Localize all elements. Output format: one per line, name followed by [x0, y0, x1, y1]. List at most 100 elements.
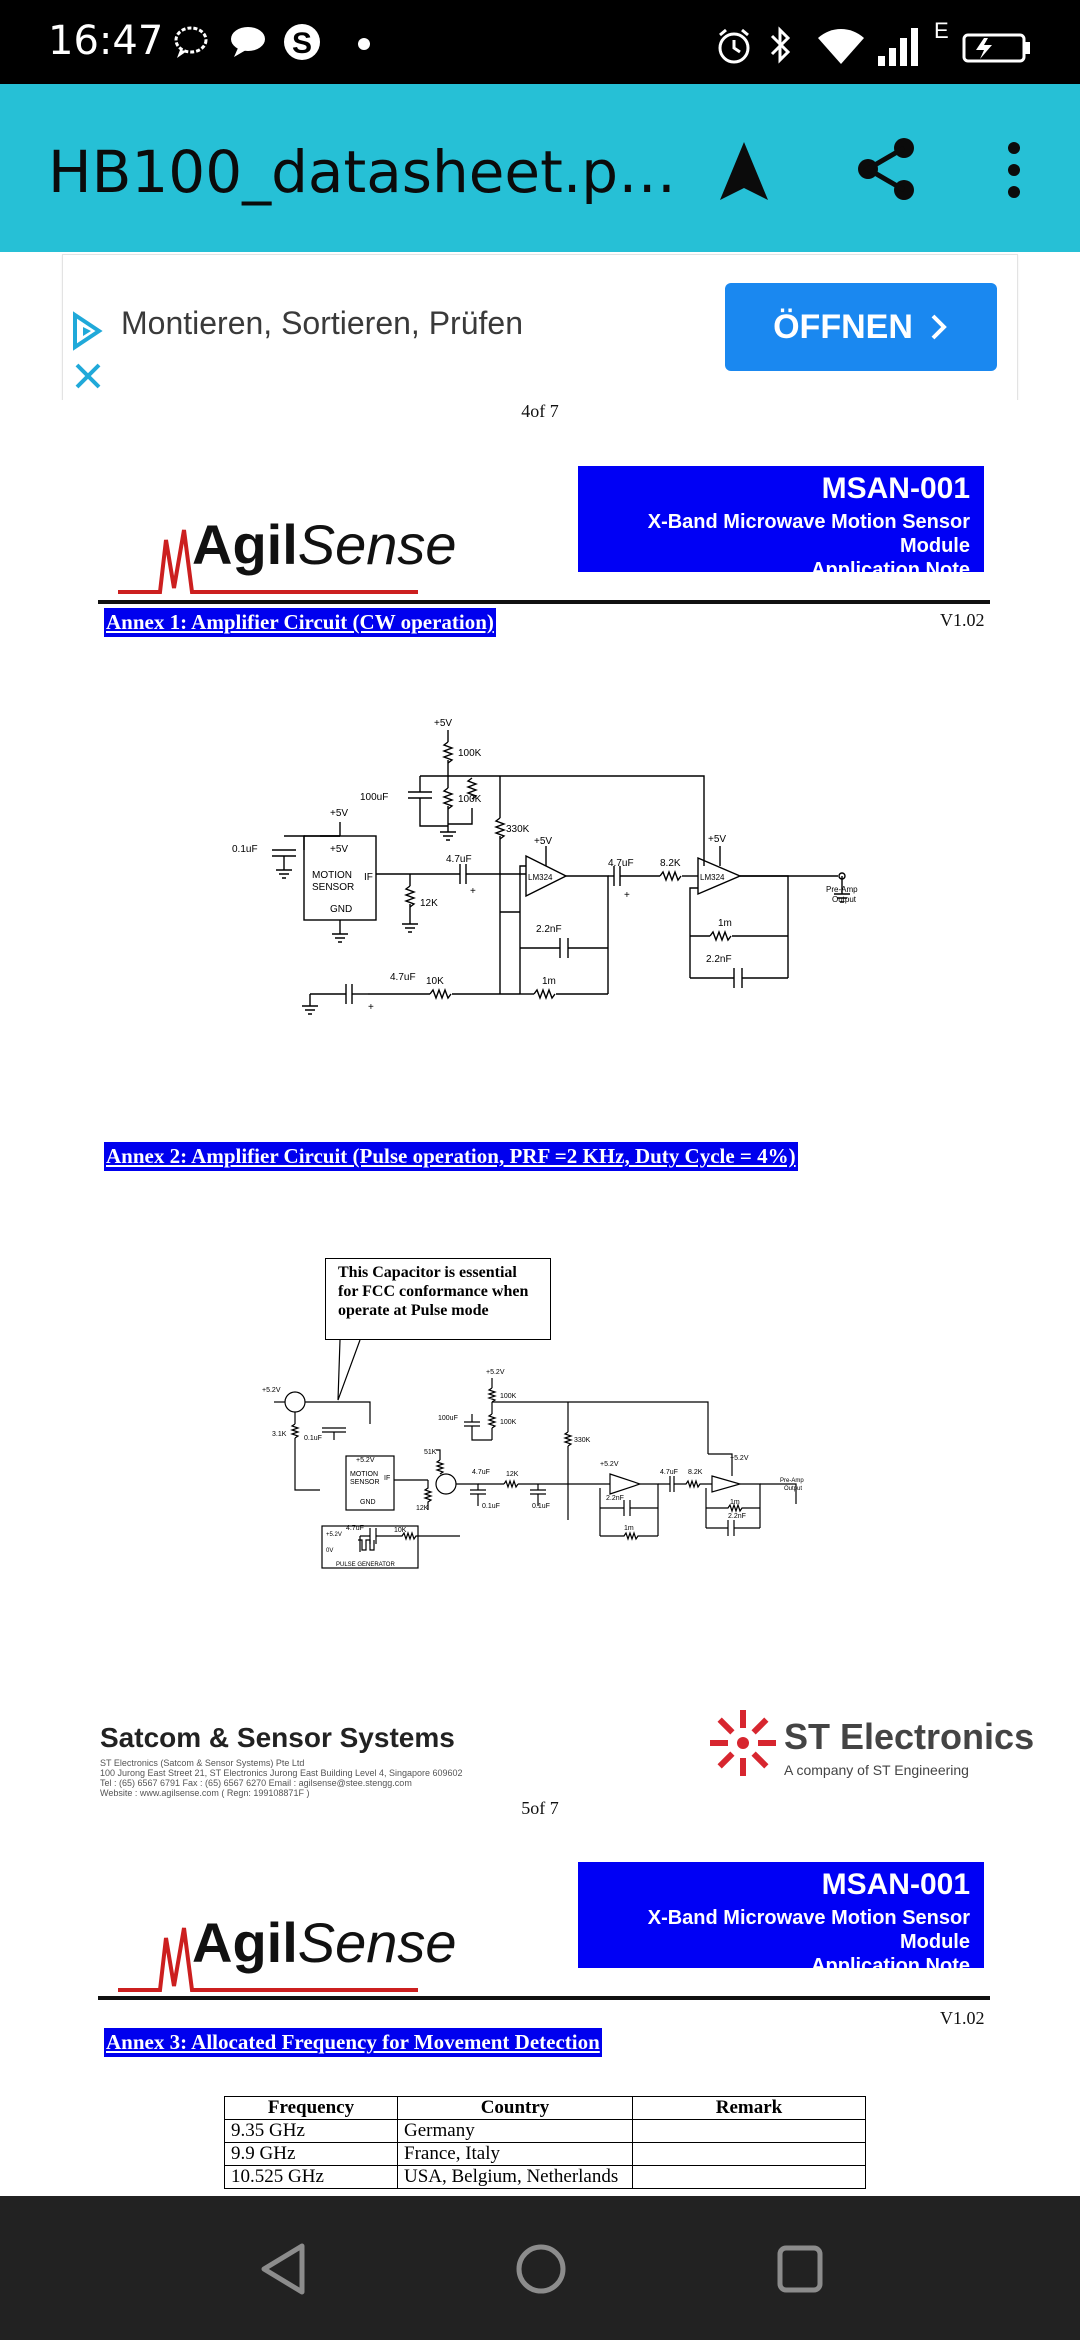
page-number: 5of 7 — [521, 1798, 559, 1818]
logo-bold-text: Agil — [192, 1911, 298, 1974]
footer-address-line2: 100 Jurong East Street 21, ST Electronic… — [100, 1768, 463, 1778]
c1-r1m-a-label: 1m — [542, 976, 556, 987]
c2-r31k: 3.1K — [272, 1431, 287, 1438]
cw-amplifier-circuit-diagram: +5V 100K 100K 100uF 330K +5V 0.1uF +5V M… — [232, 718, 858, 1015]
annex-1-title[interactable]: Annex 1: Amplifier Circuit (CW operation… — [104, 608, 496, 637]
c2-c47uf-a: 4.7uF — [472, 1469, 490, 1476]
cell-remark — [632, 2142, 866, 2166]
c1-r12k-label: 12K — [420, 898, 438, 909]
app-bar: HB100_datasheet.p… — [0, 84, 1080, 252]
col-frequency: Frequency — [224, 2096, 398, 2120]
back-icon[interactable] — [258, 2242, 308, 2296]
doc-subtitle-line1: X-Band Microwave Motion Sensor Module — [647, 1907, 970, 1953]
c1-opamp1-vcc: +5V — [534, 836, 552, 847]
c2-c100uf: 100uF — [438, 1415, 458, 1422]
annex-3-title[interactable]: Annex 3: Allocated Frequency for Movemen… — [104, 2028, 602, 2057]
c2-sensor-if: IF — [384, 1475, 390, 1482]
share-icon[interactable] — [856, 136, 918, 202]
c1-vcc-label: +5V — [434, 718, 452, 729]
annex-2-title[interactable]: Annex 2: Amplifier Circuit (Pulse operat… — [104, 1142, 798, 1171]
c2-r1m-a: 1m — [624, 1525, 634, 1532]
cell-frequency: 10.525 GHz — [224, 2165, 398, 2189]
document-header-box: MSAN-001 X-Band Microwave Motion Sensor … — [578, 1862, 984, 1977]
footer-company-name: Satcom & Sensor Systems — [100, 1722, 455, 1753]
close-icon[interactable] — [73, 361, 103, 391]
c1-c01uf-label: 0.1uF — [232, 844, 258, 855]
cell-country: France, Italy — [397, 2142, 633, 2166]
c2-r51k: 51K — [424, 1449, 437, 1456]
c1-output-line2: Output — [832, 895, 857, 904]
st-starburst-icon — [710, 1710, 776, 1776]
header-rule — [98, 1996, 990, 2000]
c2-c22nf-a: 2.2nF — [606, 1495, 624, 1502]
c1-c47uf-a-label: 4.7uF — [446, 854, 472, 865]
ad-banner[interactable]: Montieren, Sortieren, Prüfen ÖFFNEN — [62, 254, 1018, 402]
ad-choices-icon[interactable] — [69, 311, 103, 351]
c2-sensor-line2: SENSOR — [350, 1479, 380, 1486]
logo-bold-text: Agil — [192, 513, 298, 576]
c2-pulse-v: +5.2V — [326, 1532, 342, 1538]
table-row: 9.35 GHz Germany — [224, 2119, 866, 2143]
doc-subtitle-line2: Application Note — [811, 1955, 970, 1977]
table-row: 10.525 GHz USA, Belgium, Netherlands — [224, 2165, 866, 2189]
navigate-icon[interactable] — [716, 138, 772, 204]
c2-vcc-top: +5.2V — [486, 1369, 505, 1376]
c2-opamp1-vcc: +5.2V — [600, 1461, 619, 1468]
ad-open-button[interactable]: ÖFFNEN — [725, 283, 997, 371]
wifi-icon — [818, 29, 864, 64]
message-icon — [231, 27, 265, 57]
version-label: V1.02 — [940, 610, 985, 630]
c1-plus-c: + — [368, 1002, 374, 1013]
c2-pulse-0v: 0V — [326, 1548, 333, 1554]
c2-output-line2: Output — [784, 1486, 802, 1492]
col-country: Country — [397, 2096, 633, 2120]
frequency-table: Frequency Country Remark 9.35 GHz German… — [224, 2096, 866, 2189]
pulse-amplifier-circuit-diagram: +5.2V +5.2V 100K 100K 100uF 330K 0.1uF 5… — [262, 1340, 804, 1569]
c1-output-line1: Pre-Amp — [826, 885, 858, 894]
c1-r330k-label: 330K — [506, 824, 530, 835]
c1-c47uf-b-label: 4.7uF — [390, 972, 416, 983]
skype-icon: S — [284, 24, 320, 60]
c2-r82k: 8.2K — [688, 1469, 703, 1476]
c2-r12k-a: 12K — [416, 1505, 429, 1512]
system-nav-bar — [0, 2196, 1080, 2340]
c2-pulse-gen: PULSE GENERATOR — [336, 1562, 395, 1568]
c2-opamp2-vcc: +5.2V — [730, 1455, 749, 1462]
c2-c47uf-b: 4.7uF — [660, 1469, 678, 1476]
c2-c22nf-b: 2.2nF — [728, 1513, 746, 1520]
c1-sensor-if-label: IF — [364, 872, 373, 883]
c2-vcc-left: +5.2V — [262, 1387, 281, 1394]
c1-c22nf-b-label: 2.2nF — [706, 954, 732, 965]
recents-icon[interactable] — [776, 2244, 824, 2294]
bluetooth-icon — [770, 26, 791, 64]
c2-c01uf-b: 0.1uF — [482, 1503, 500, 1510]
doc-subtitle-line1: X-Band Microwave Motion Sensor Module — [647, 511, 970, 557]
dot-icon — [358, 38, 370, 50]
ad-text: Montieren, Sortieren, Prüfen — [121, 305, 523, 341]
st-electronics-tagline: A company of ST Engineering — [784, 1762, 969, 1778]
table-header-row: Frequency Country Remark — [224, 2096, 866, 2120]
footer-company-block: Satcom & Sensor Systems ST Electronics (… — [100, 1722, 463, 1798]
header-rule — [98, 600, 990, 604]
c1-plus-a: + — [470, 886, 476, 897]
chevron-right-icon — [931, 314, 947, 340]
page-number: 4of 7 — [521, 401, 559, 421]
c2-r100k-b: 100K — [500, 1419, 517, 1426]
alarm-icon — [718, 28, 750, 64]
c1-opamp2-label: LM324 — [700, 873, 725, 882]
c2-output-line1: Pre-Amp — [780, 1478, 804, 1484]
c2-sensor-gnd: GND — [360, 1499, 376, 1506]
c2-r10k: 10K — [394, 1527, 407, 1534]
ad-open-button-label: ÖFFNEN — [773, 307, 913, 346]
footer-address-line3: Tel : (65) 6567 6791 Fax : (65) 6567 627… — [100, 1778, 412, 1788]
home-icon[interactable] — [514, 2242, 568, 2296]
cell-country: Germany — [397, 2119, 633, 2143]
cell-frequency: 9.35 GHz — [224, 2119, 398, 2143]
more-options-icon[interactable] — [1004, 140, 1024, 200]
pdf-viewer[interactable]: 4of 7 MSAN-001 X-Band Microwave Motion S… — [0, 400, 1080, 2196]
c2-sensor-line1: MOTION — [350, 1471, 378, 1478]
c1-opamp2-vcc: +5V — [708, 834, 726, 845]
c1-opamp1-label: LM324 — [528, 873, 553, 882]
c1-c22nf-a-label: 2.2nF — [536, 924, 562, 935]
